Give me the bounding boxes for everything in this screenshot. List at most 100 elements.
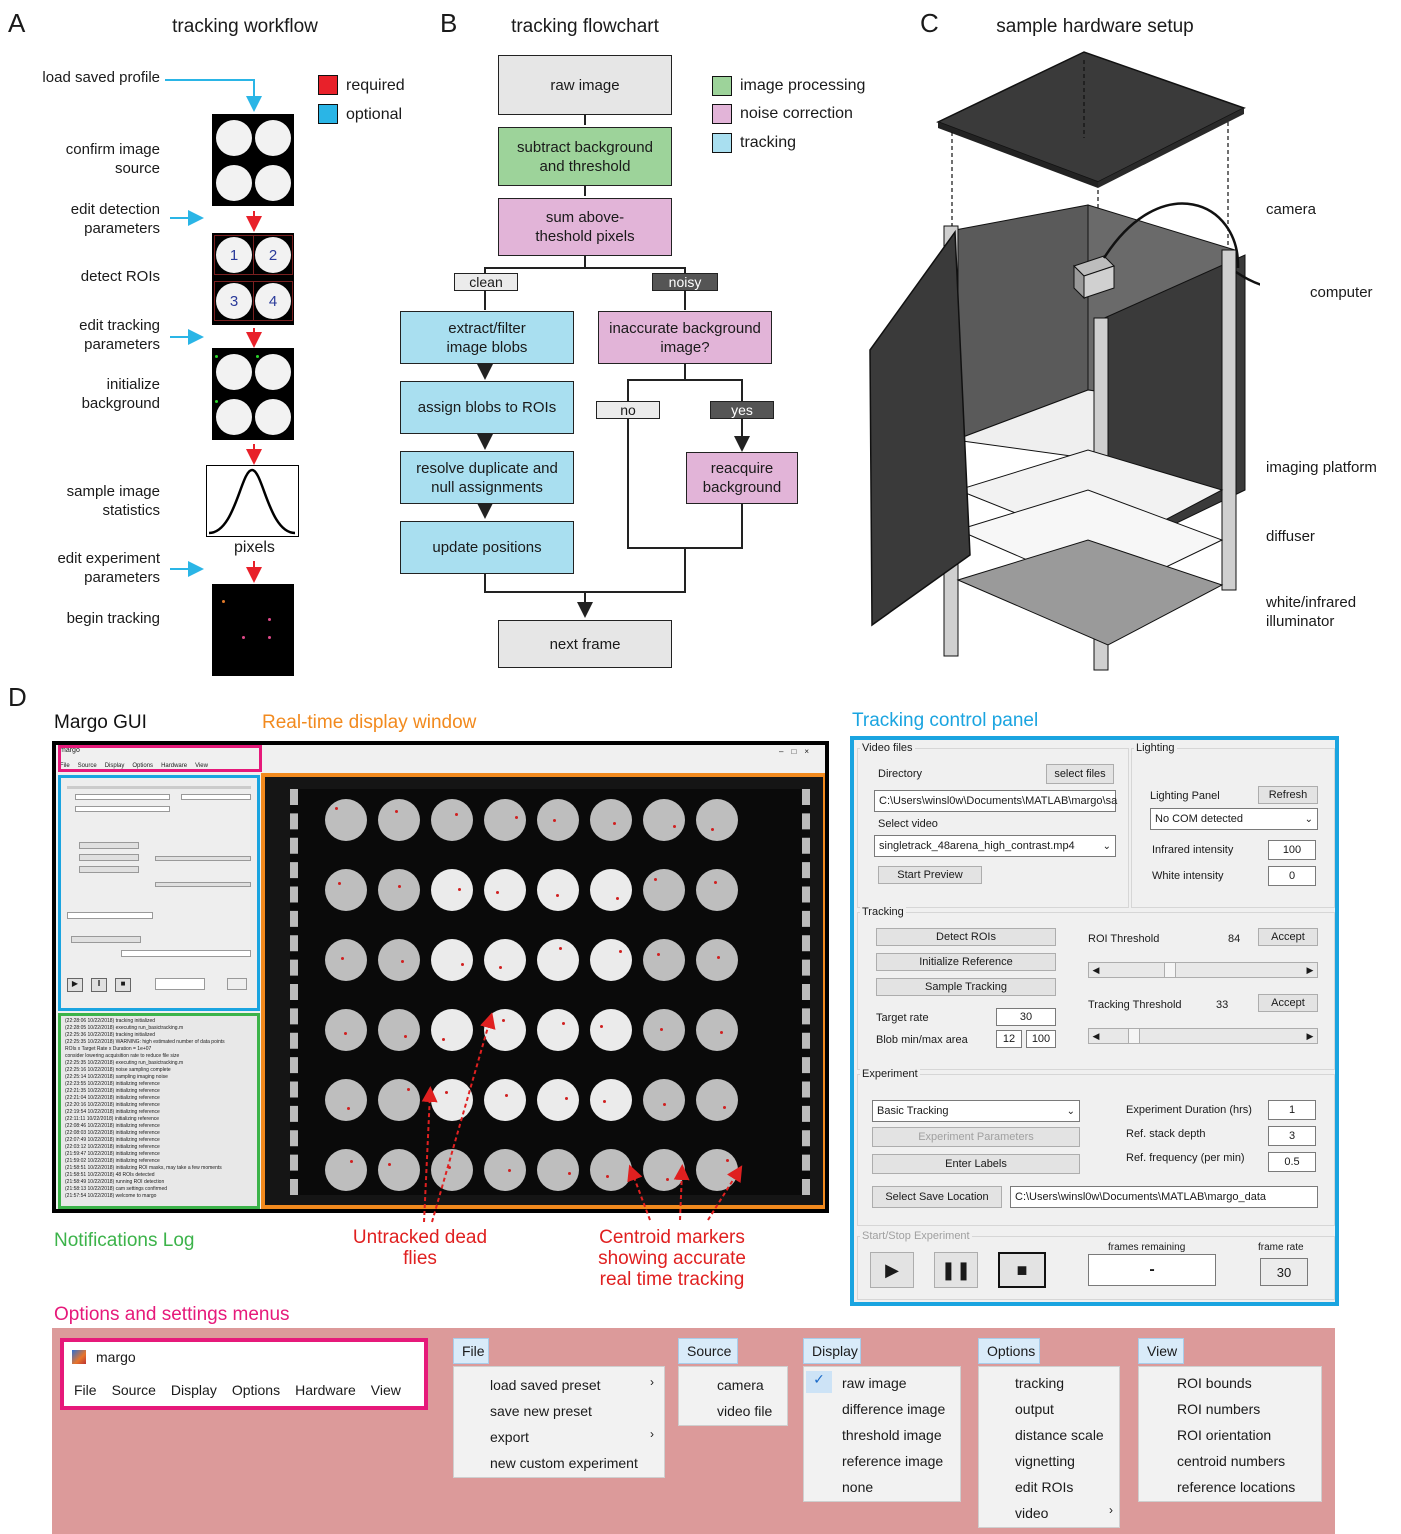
legend-tracking-swatch [712, 133, 732, 153]
menu-item-raw-image[interactable]: raw image [842, 1375, 907, 1391]
centroid-marker [398, 885, 401, 888]
log-line: (21:58:13 10/22/2018) cam settings confi… [65, 1186, 253, 1193]
video-select[interactable]: singletrack_48arena_high_contrast.mp4 ⌄ [874, 835, 1116, 857]
menu-item-output[interactable]: output [1015, 1401, 1054, 1417]
arena-well [431, 939, 473, 981]
roi-threshold-slider[interactable]: ◀ ▶ [1088, 962, 1318, 978]
arena-well [696, 1009, 738, 1051]
source-menu-header[interactable]: Source [678, 1338, 738, 1364]
target-rate-field[interactable]: 30 [996, 1008, 1056, 1026]
enter-labels-button[interactable]: Enter Labels [872, 1154, 1080, 1174]
play-button[interactable]: ▶ [870, 1252, 914, 1288]
realtime-display[interactable] [261, 773, 827, 1209]
tracking-slider-thumb[interactable] [1128, 1029, 1140, 1043]
init-reference-button[interactable]: Initialize Reference [876, 953, 1056, 971]
duration-field[interactable]: 1 [1268, 1100, 1316, 1120]
notifications-log-title: Notifications Log [54, 1230, 194, 1252]
tracking-threshold-slider[interactable]: ◀ ▶ [1088, 1028, 1318, 1044]
arena-well [325, 1149, 367, 1191]
centroid-marker [448, 1166, 451, 1169]
frame-rate-field: 30 [1260, 1258, 1308, 1286]
experiment-select[interactable]: Basic Tracking ⌄ [872, 1100, 1080, 1122]
sample-tracking-button[interactable]: Sample Tracking [876, 978, 1056, 996]
log-line: (22:21:04 10/22/2018) initializing refer… [65, 1095, 253, 1102]
refresh-button[interactable]: Refresh [1258, 786, 1318, 804]
menu-item-custom-experiment[interactable]: new custom experiment [490, 1455, 638, 1471]
infrared-field[interactable]: 100 [1268, 840, 1316, 860]
arena-well [378, 1009, 420, 1051]
slider-left-icon[interactable]: ◀ [1089, 963, 1103, 977]
chevron-right-icon: › [650, 1375, 654, 1389]
arena-well [325, 1009, 367, 1051]
menu-display[interactable]: Display [171, 1382, 217, 1398]
arena-well [643, 1149, 685, 1191]
tracking-title: Tracking [860, 906, 906, 918]
tag-yes: yes [710, 401, 774, 419]
menu-file[interactable]: File [74, 1382, 97, 1398]
select-save-location-button[interactable]: Select Save Location [872, 1186, 1002, 1208]
menu-item-edit-rois[interactable]: edit ROIs [1015, 1479, 1073, 1495]
accept-tracking-button[interactable]: Accept [1258, 994, 1318, 1012]
mini-menu-highlight [58, 745, 262, 772]
menu-item-distance-scale[interactable]: distance scale [1015, 1427, 1104, 1443]
file-menu-header[interactable]: File [453, 1338, 489, 1364]
arena-well [484, 799, 526, 841]
menu-item-tracking[interactable]: tracking [1015, 1375, 1064, 1391]
menu-item-export[interactable]: export [490, 1429, 529, 1445]
detect-rois-button[interactable]: Detect ROIs [876, 928, 1056, 946]
directory-field[interactable]: C:\Users\winsl0w\Documents\MATLAB\margo\… [874, 790, 1116, 812]
blob-min-field[interactable]: 12 [996, 1030, 1022, 1048]
roi-slider-thumb[interactable] [1164, 963, 1176, 977]
experiment-parameters-button[interactable]: Experiment Parameters [872, 1127, 1080, 1147]
view-menu-header[interactable]: View [1138, 1338, 1184, 1364]
white-field[interactable]: 0 [1268, 866, 1316, 886]
centroid-marker [350, 1160, 353, 1163]
slider-left-icon[interactable]: ◀ [1089, 1029, 1103, 1043]
lighting-title: Lighting [1134, 742, 1177, 754]
menu-item-vignetting[interactable]: vignetting [1015, 1453, 1075, 1469]
log-line: (22:23:55 10/22/2018) initializing refer… [65, 1081, 253, 1088]
centroid-marker [606, 1175, 609, 1178]
ref-frequency-field[interactable]: 0.5 [1268, 1152, 1316, 1172]
menu-item-video[interactable]: video [1015, 1505, 1048, 1521]
centroid-marker [556, 894, 559, 897]
menu-item-roi-orientation[interactable]: ROI orientation [1177, 1427, 1271, 1443]
start-preview-button[interactable]: Start Preview [878, 866, 982, 884]
menu-view[interactable]: View [371, 1382, 401, 1398]
margo-gui-title: Margo GUI [54, 712, 147, 734]
slider-right-icon[interactable]: ▶ [1303, 1029, 1317, 1043]
menu-item-centroid-numbers[interactable]: centroid numbers [1177, 1453, 1285, 1469]
accept-roi-button[interactable]: Accept [1258, 928, 1318, 946]
menu-hardware[interactable]: Hardware [295, 1382, 356, 1398]
menu-item-difference-image[interactable]: difference image [842, 1401, 945, 1417]
menu-item-load-preset[interactable]: load saved preset [490, 1377, 601, 1393]
menu-item-save-preset[interactable]: save new preset [490, 1403, 592, 1419]
menu-item-threshold-image[interactable]: threshold image [842, 1427, 942, 1443]
menu-item-video-file[interactable]: video file [717, 1403, 772, 1419]
save-path-field[interactable]: C:\Users\winsl0w\Documents\MATLAB\margo_… [1010, 1186, 1318, 1208]
arena-well [590, 939, 632, 981]
menu-item-none[interactable]: none [842, 1479, 873, 1495]
menu-item-roi-bounds[interactable]: ROI bounds [1177, 1375, 1252, 1391]
menu-source[interactable]: Source [112, 1382, 156, 1398]
select-files-button[interactable]: select files [1046, 764, 1114, 784]
stack-depth-field[interactable]: 3 [1268, 1126, 1316, 1146]
centroid-marker [603, 1100, 606, 1103]
slider-right-icon[interactable]: ▶ [1303, 963, 1317, 977]
mini-control-panel: ▶ ‖ ■ [58, 775, 260, 1011]
menu-item-reference-locations[interactable]: reference locations [1177, 1479, 1295, 1495]
menu-item-camera[interactable]: camera [717, 1377, 764, 1393]
centroid-marker [502, 1019, 505, 1022]
stop-button[interactable]: ■ [998, 1252, 1046, 1288]
blob-max-field[interactable]: 100 [1026, 1030, 1056, 1048]
matlab-icon [72, 1350, 86, 1364]
pause-button[interactable]: ❚❚ [934, 1252, 978, 1288]
display-menu-header[interactable]: Display [803, 1338, 861, 1364]
menu-item-reference-image[interactable]: reference image [842, 1453, 943, 1469]
centroid-marker [711, 828, 714, 831]
menu-item-roi-numbers[interactable]: ROI numbers [1177, 1401, 1260, 1417]
menu-options[interactable]: Options [232, 1382, 280, 1398]
com-select[interactable]: No COM detected ⌄ [1150, 808, 1318, 830]
options-menu-header[interactable]: Options [978, 1338, 1040, 1364]
mini-window-controls[interactable]: –□× [779, 747, 817, 756]
